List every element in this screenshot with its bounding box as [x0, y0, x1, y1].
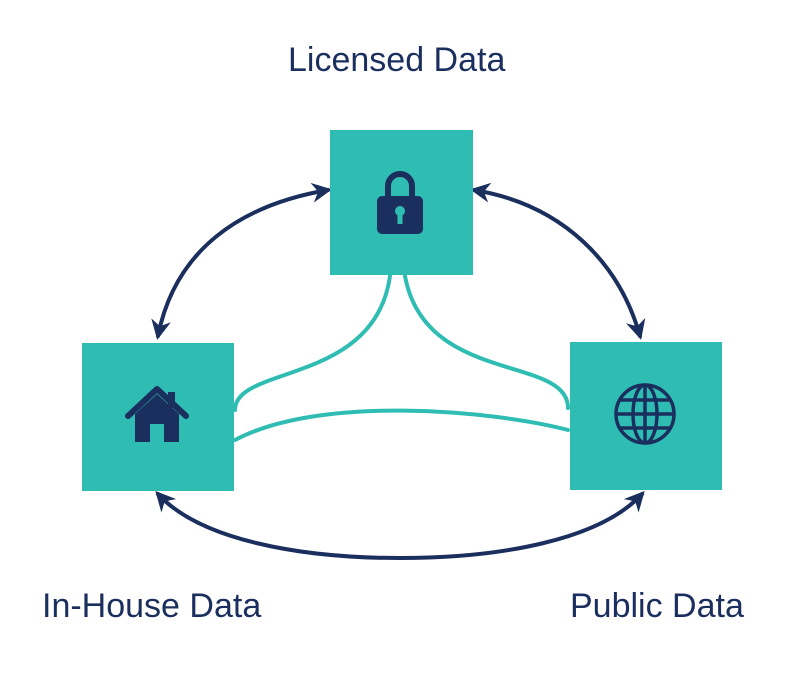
house-icon: [125, 386, 189, 442]
arrow-inhouse-licensed: [151, 182, 332, 340]
connector-licensed-inhouse: [233, 274, 392, 412]
globe-icon: [614, 383, 676, 445]
arrow-inhouse-public: [155, 491, 645, 561]
licensed-data-label: Licensed Data: [288, 41, 506, 79]
arrow-licensed-public: [470, 182, 646, 340]
connectors: [233, 274, 570, 442]
connector-licensed-public: [403, 274, 570, 410]
public-data-label: Public Data: [570, 587, 744, 625]
inhouse-data-label: In-House Data: [42, 587, 262, 625]
lock-icon: [377, 171, 423, 234]
connector-inhouse-public: [233, 408, 570, 442]
arrows: [151, 182, 646, 561]
licensed-data-box: [330, 130, 473, 275]
public-data-box: [570, 342, 722, 490]
inhouse-data-box: [82, 343, 234, 491]
